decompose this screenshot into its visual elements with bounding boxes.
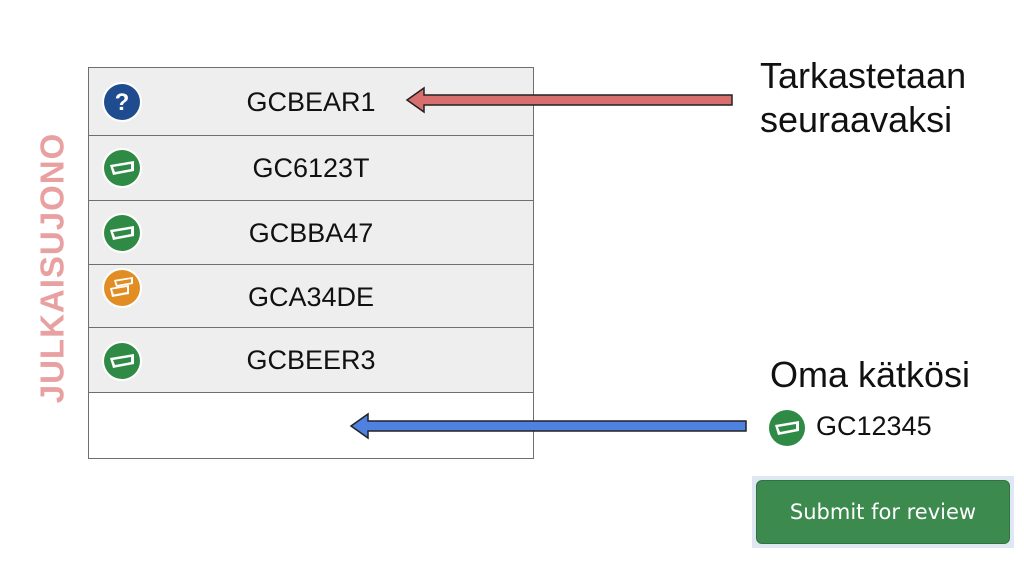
queue-row: GC6123T (89, 136, 533, 201)
queue-row: GCBBA47 (89, 201, 533, 265)
next-review-note: Tarkastetaan seuraavaksi (760, 54, 966, 142)
next-review-line2: seuraavaksi (760, 99, 953, 140)
traditional-cache-icon (102, 341, 142, 381)
own-cache-arrow (349, 412, 747, 440)
svg-text:?: ? (115, 89, 130, 116)
question-icon: ? (102, 82, 142, 122)
own-cache-label: Oma kätkösi (770, 354, 971, 395)
own-cache: GC12345 (766, 405, 966, 449)
publication-queue: ? GCBEAR1 GC6123T GCBBA47 GCA3 (88, 67, 534, 459)
queue-row: GCBEER3 (89, 328, 533, 393)
traditional-cache-icon (102, 148, 142, 188)
cache-code: GC6123T (252, 153, 370, 183)
next-review-arrow (405, 86, 733, 114)
submit-button-frame: Submit for review (752, 476, 1014, 548)
queue-label-text: JULKAISUJONO (33, 132, 71, 403)
next-review-line1: Tarkastetaan (760, 55, 967, 96)
submit-for-review-button[interactable]: Submit for review (756, 480, 1010, 544)
traditional-cache-icon (767, 408, 807, 448)
own-cache-code: GC12345 (816, 411, 932, 441)
cache-code: GCBEAR1 (246, 87, 376, 117)
cache-code: GCBBA47 (248, 218, 374, 248)
queue-row: GCA34DE (89, 265, 533, 328)
cache-code: GCBEER3 (246, 345, 376, 375)
traditional-cache-icon (102, 213, 142, 253)
cache-code: GCA34DE (247, 282, 375, 312)
multi-cache-icon (102, 268, 142, 308)
queue-vertical-label: JULKAISUJONO (28, 115, 76, 420)
